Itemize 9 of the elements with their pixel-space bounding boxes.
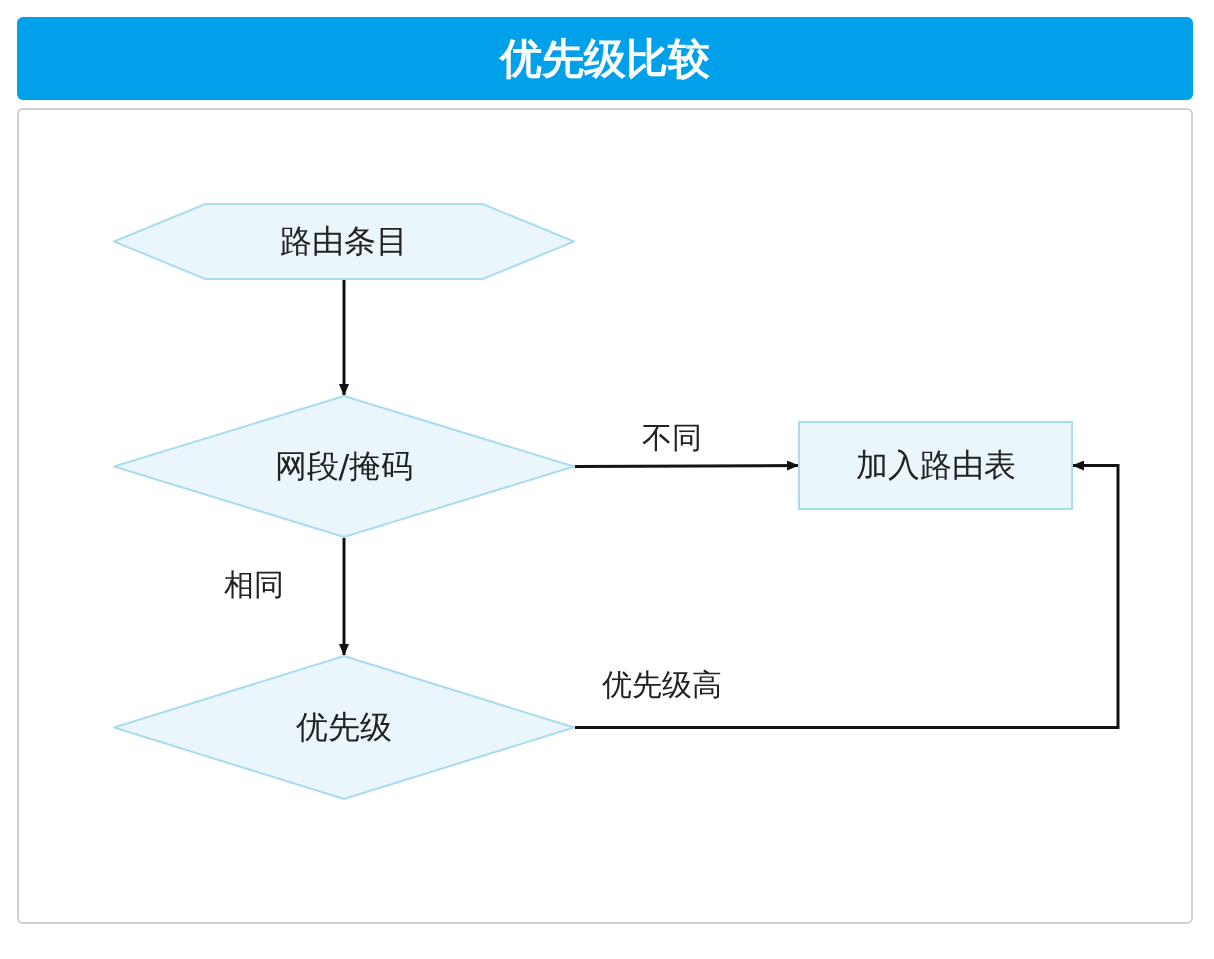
process-box: 加入路由表 <box>798 421 1073 510</box>
title-bar: 优先级比较 <box>17 17 1193 100</box>
hexagon-box: 路由条目 <box>113 203 575 280</box>
arrow <box>575 460 799 471</box>
decision-diamond: 优先级 <box>113 655 575 800</box>
arrow <box>575 460 1120 729</box>
arrow <box>339 538 349 656</box>
decision-diamond: 网段/掩码 <box>113 395 575 538</box>
arrow <box>339 280 349 396</box>
